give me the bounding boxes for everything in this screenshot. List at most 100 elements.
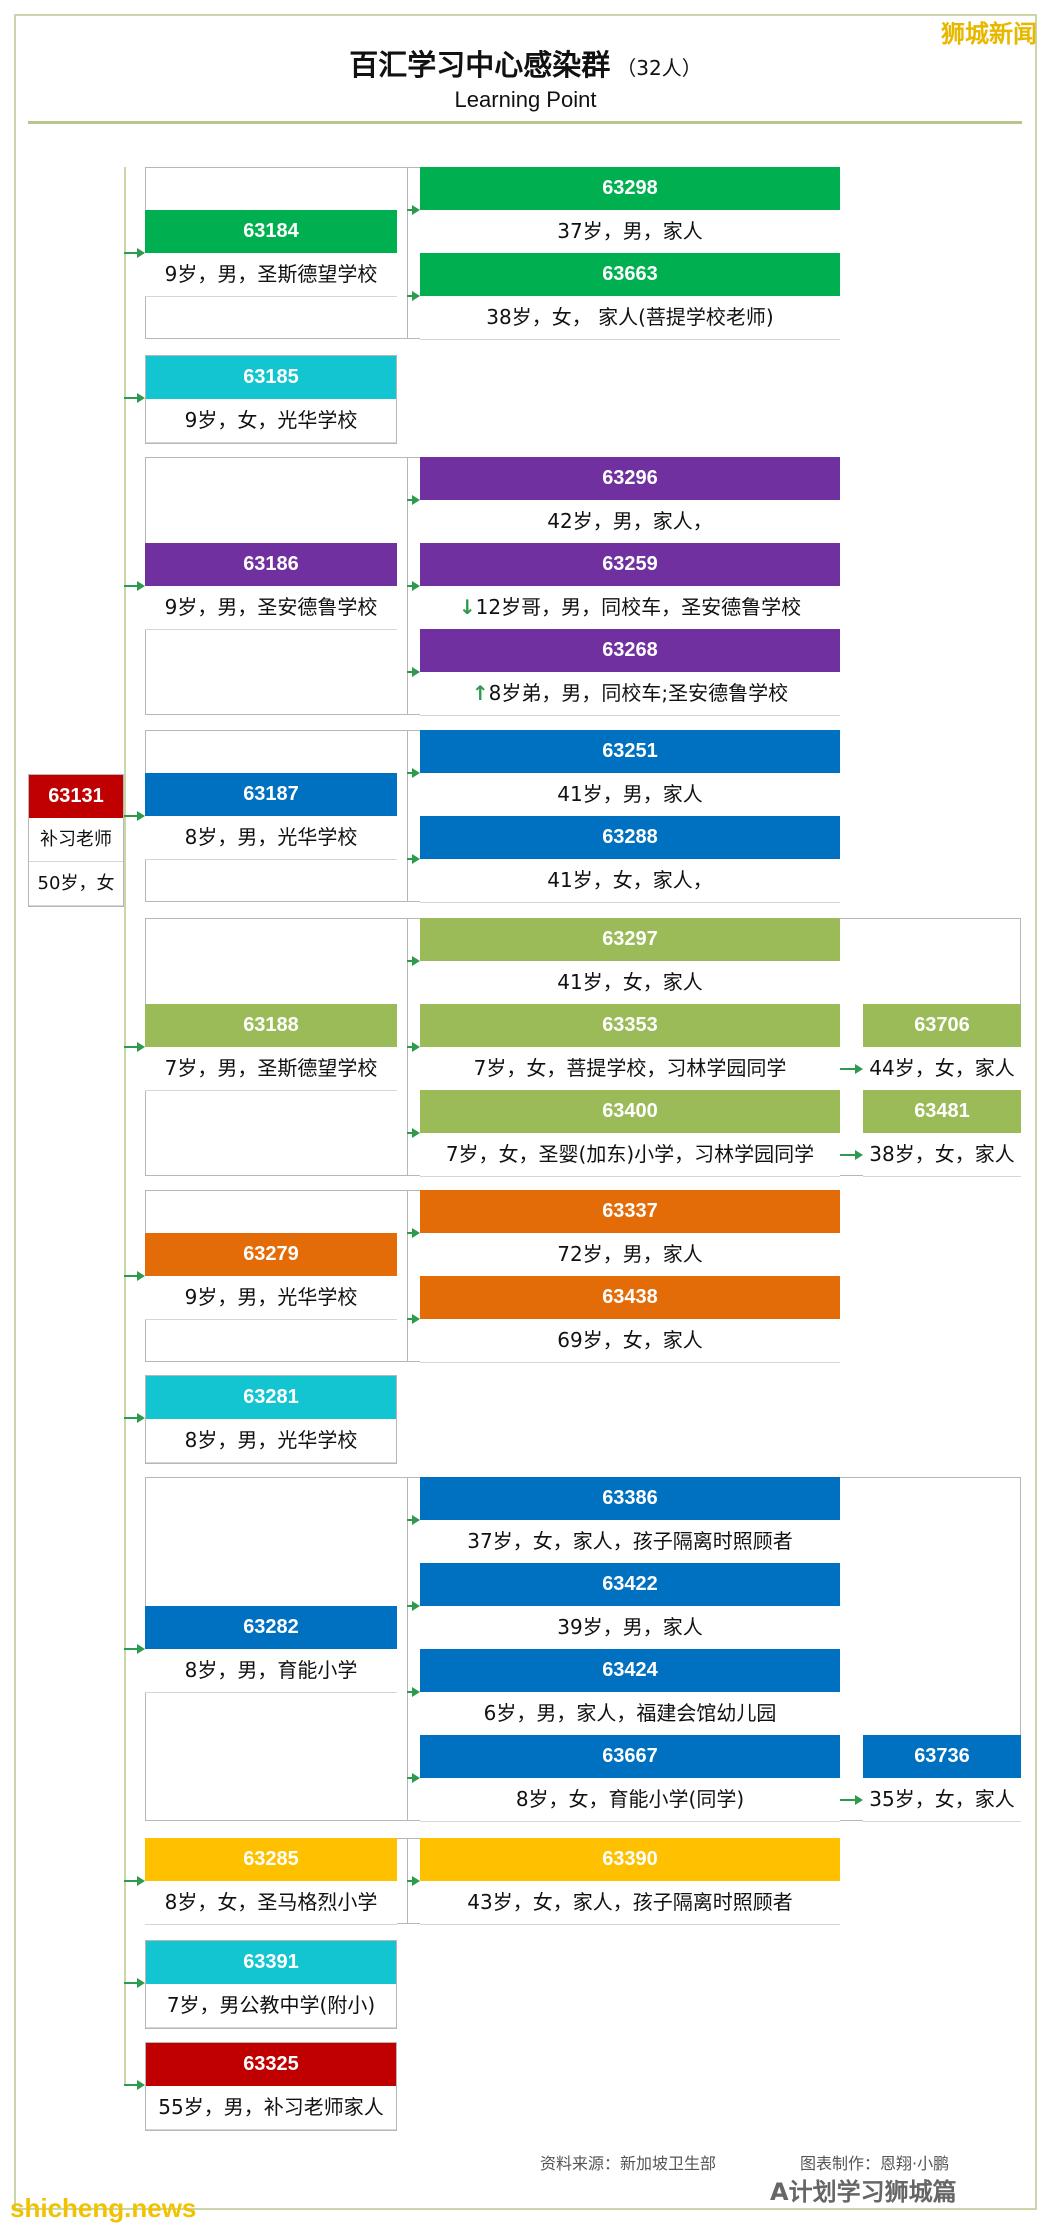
contact-arrow-head — [412, 667, 420, 677]
child-node-id: 63391 — [146, 1941, 396, 1984]
contact-node-id: 63400 — [420, 1090, 840, 1133]
contact-arrow — [407, 1777, 412, 1779]
child-node-id: 63281 — [146, 1376, 396, 1419]
contact-node-desc: 39岁，男，家人 — [420, 1606, 840, 1650]
wechat-account: A计划学习狮城篇 — [770, 2178, 957, 2206]
child-node-id: 63282 — [145, 1606, 397, 1649]
contact-node-desc: 8岁，女，育能小学(同学) — [420, 1778, 840, 1822]
contact-arrow — [407, 1880, 412, 1882]
trunk-line — [124, 167, 126, 2085]
trunk-arrow-head — [137, 1413, 145, 1423]
contact-arrow-head — [412, 956, 420, 966]
infographic-frame — [14, 14, 1037, 2210]
contact-arrow-head — [412, 1128, 420, 1138]
title-text: 百汇学习中心感染群 — [349, 48, 611, 82]
contact-arrow — [407, 1519, 412, 1521]
contact-node-mark: ↑ — [471, 681, 489, 705]
child-node-desc: 55岁，男，补习老师家人 — [146, 2086, 396, 2130]
contact-arrow-head — [412, 581, 420, 591]
child-node-desc: 7岁，男，圣斯德望学校 — [145, 1047, 397, 1091]
contact-arrow-head — [412, 205, 420, 215]
child-node-desc: 9岁，男，光华学校 — [145, 1276, 397, 1320]
contact-node: 63268↑8岁弟，男，同校车;圣安德鲁学校 — [420, 629, 840, 716]
group-divider — [407, 167, 408, 339]
source-note: 资料来源：新加坡卫生部 — [540, 2154, 717, 2173]
trunk-arrow — [124, 2084, 137, 2086]
contact-node-desc: 42岁，男，家人， — [420, 500, 840, 544]
contact-node-id: 63288 — [420, 816, 840, 859]
secondary-contact-node-id: 63736 — [863, 1735, 1021, 1778]
contact-arrow-head — [412, 495, 420, 505]
contact-arrow — [407, 1132, 412, 1134]
trunk-arrow-head — [137, 2080, 145, 2090]
contact-arrow-head — [412, 1773, 420, 1783]
contact-arrow — [407, 1046, 412, 1048]
contact-arrow-head — [412, 854, 420, 864]
trunk-arrow-head — [137, 1876, 145, 1886]
contact-arrow-head — [412, 1515, 420, 1525]
child-node-id: 63285 — [145, 1838, 397, 1881]
contact-node-desc: 7岁，女，圣婴(加东)小学，习林学园同学 — [420, 1133, 840, 1177]
contact-arrow — [407, 499, 412, 501]
trunk-arrow — [124, 1046, 137, 1048]
contact-node-id: 63422 — [420, 1563, 840, 1606]
child-node-id: 63185 — [146, 356, 396, 399]
contact-node-desc: 72岁，男，家人 — [420, 1233, 840, 1277]
contact-arrow — [407, 671, 412, 673]
contact-arrow-head — [412, 1042, 420, 1052]
trunk-arrow — [124, 397, 137, 399]
trunk-arrow — [124, 1275, 137, 1277]
child-node-desc: 7岁，男公教中学(附小) — [146, 1984, 396, 2028]
contact-node-id: 63438 — [420, 1276, 840, 1319]
child-node-desc: 9岁，女，光华学校 — [146, 399, 396, 443]
child-node-id: 63186 — [145, 543, 397, 586]
contact-node-id: 63663 — [420, 253, 840, 296]
contact-node: 63259↓12岁哥，男，同校车，圣安德鲁学校 — [420, 543, 840, 630]
child-node-desc: 8岁，男，育能小学 — [145, 1649, 397, 1693]
child-node-id: 63187 — [145, 773, 397, 816]
contact-arrow-head — [412, 1228, 420, 1238]
contact-node-desc: 37岁，男，家人 — [420, 210, 840, 254]
trunk-arrow — [124, 252, 137, 254]
contact-arrow — [407, 960, 412, 962]
contact-arrow — [407, 585, 412, 587]
secondary-contact-node-desc: 38岁，女，家人 — [863, 1133, 1021, 1177]
trunk-arrow — [124, 1880, 137, 1882]
contact-node-id: 63667 — [420, 1735, 840, 1778]
contact-node-desc: 38岁，女， 家人(菩提学校老师) — [420, 296, 840, 340]
contact-node-desc: 43岁，女，家人，孩子隔离时照顾者 — [420, 1881, 840, 1925]
contact-node-desc: 6岁，男，家人，福建会馆幼儿园 — [420, 1692, 840, 1736]
trunk-arrow-head — [137, 248, 145, 258]
root-desc: 50岁，女 — [29, 862, 123, 906]
maker-note: 图表制作：恩翔·小鹏 — [800, 2154, 950, 2173]
contact-node-desc: 37岁，女，家人，孩子隔离时照顾者 — [420, 1520, 840, 1564]
child-node-id: 63325 — [146, 2043, 396, 2086]
contact-arrow — [407, 1318, 412, 1320]
child-node-desc: 8岁，男，光华学校 — [146, 1419, 396, 1463]
contact-node-id: 63390 — [420, 1838, 840, 1881]
trunk-arrow-head — [137, 811, 145, 821]
child-node-desc: 8岁，女，圣马格烈小学 — [145, 1881, 397, 1925]
contact-node-mark: ↓ — [458, 595, 476, 619]
trunk-arrow-head — [137, 1644, 145, 1654]
contact-node-desc: 41岁，女，家人， — [420, 859, 840, 903]
child-node-id: 63279 — [145, 1233, 397, 1276]
